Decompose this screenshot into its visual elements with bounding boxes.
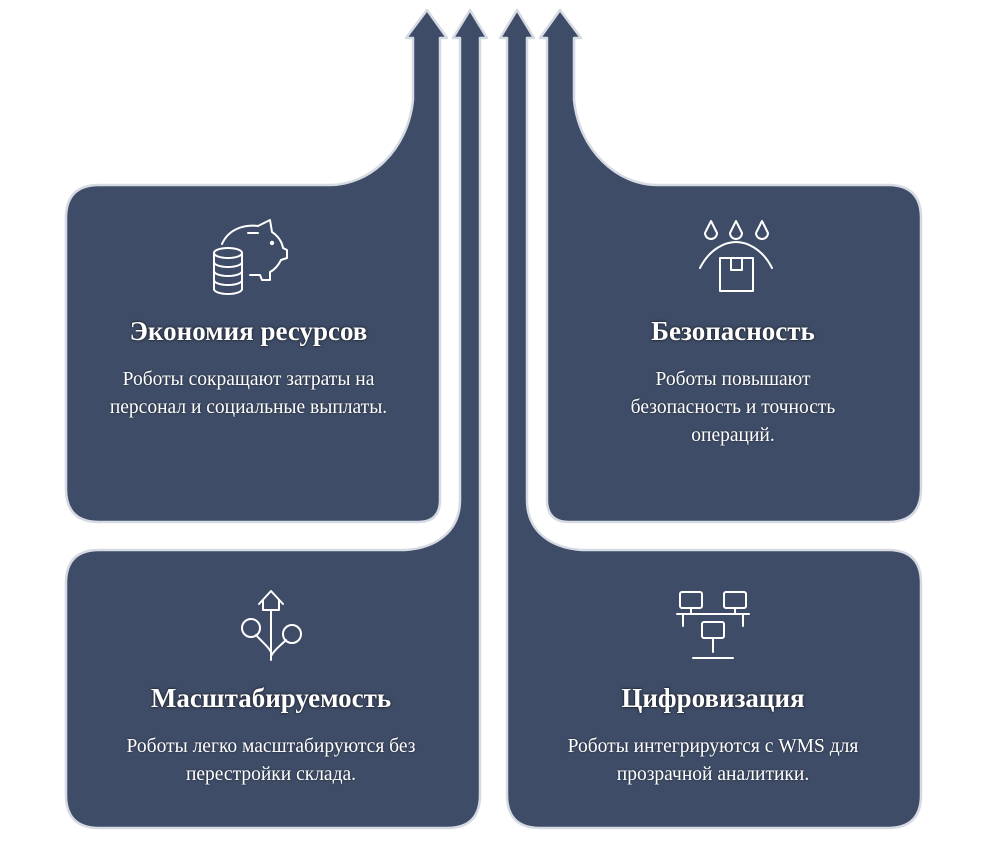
card-shape-resources bbox=[64, 8, 449, 524]
card-shape-scalability bbox=[64, 8, 489, 830]
card-shape-digitalization bbox=[498, 8, 923, 830]
card-digitalization: Цифровизация Роботы интегрируются с WMS … bbox=[543, 680, 883, 789]
card-scalability: Масштабируемость Роботы легко масштабиру… bbox=[96, 680, 446, 789]
card-resources: Экономия ресурсов Роботы сокращают затра… bbox=[96, 313, 401, 422]
card-description: Роботы сокращают затраты на персонал и с… bbox=[109, 369, 388, 418]
card-title: Масштабируемость bbox=[150, 683, 392, 713]
card-description: Роботы интегрируются с WMS для прозрачно… bbox=[567, 736, 859, 785]
card-description: Роботы легко масштабируются без перестро… bbox=[126, 736, 416, 785]
card-title: Цифровизация bbox=[621, 683, 805, 713]
card-description: Роботы повышают безопасность и точность … bbox=[630, 369, 836, 446]
networked-computers-icon bbox=[676, 591, 750, 659]
card-title: Безопасность bbox=[651, 316, 815, 346]
piggy-bank-coins-icon bbox=[213, 219, 288, 295]
growth-plant-arrow-icon bbox=[241, 590, 302, 661]
card-title: Экономия ресурсов bbox=[129, 316, 368, 346]
box-protected-from-drops-icon bbox=[699, 220, 773, 292]
card-safety: Безопасность Роботы повышают безопасност… bbox=[587, 313, 879, 450]
